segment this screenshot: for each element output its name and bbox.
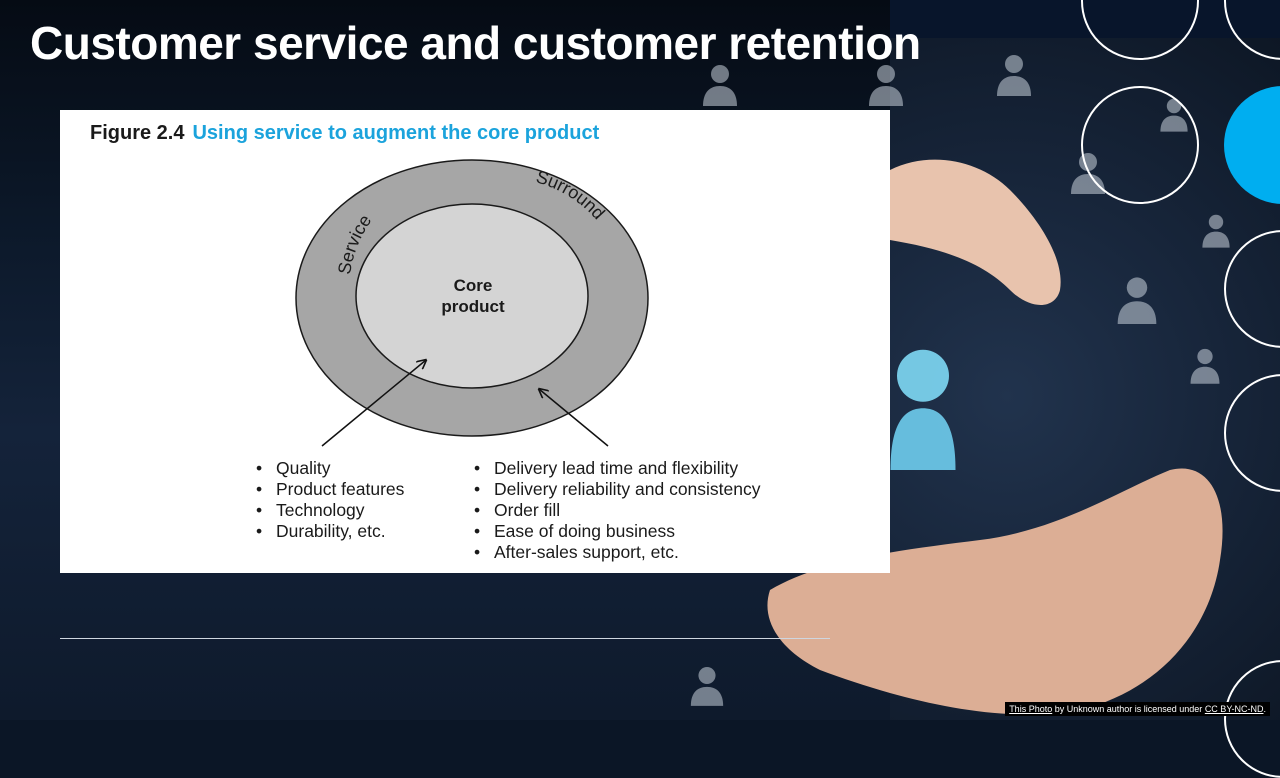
core-product-list: Quality Product features Technology Dura… — [254, 458, 404, 542]
service-list: Delivery lead time and flexibility Deliv… — [472, 458, 761, 563]
credit-end: . — [1263, 704, 1266, 714]
arrow-to-surround — [539, 389, 609, 447]
list-item: Delivery lead time and flexibility — [472, 458, 761, 479]
hand-icon — [767, 468, 1223, 715]
list-item: Durability, etc. — [254, 521, 404, 542]
person-silhouette-icon — [1200, 212, 1232, 248]
person-silhouette-icon — [890, 340, 956, 470]
photo-credit: This Photo by Unknown author is licensed… — [1005, 702, 1270, 716]
divider-line — [60, 638, 830, 639]
photo-link[interactable]: This Photo — [1009, 704, 1053, 714]
figure-title: Using service to augment the core produc… — [192, 122, 600, 144]
hand-icon — [890, 159, 1061, 305]
decorative-ring — [1081, 86, 1199, 204]
service-augmentation-diagram: Service Surround Core product — [295, 159, 649, 447]
list-item: Ease of doing business — [472, 521, 761, 542]
person-silhouette-icon — [994, 52, 1034, 96]
core-product-circle — [355, 203, 589, 389]
list-item: Order fill — [472, 500, 761, 521]
person-silhouette-icon — [688, 662, 726, 708]
core-label-line2: product — [441, 297, 505, 316]
person-silhouette-icon — [866, 62, 906, 106]
figure-caption: Figure 2.4 Using service to augment the c… — [90, 122, 599, 145]
list-item: After-sales support, etc. — [472, 542, 761, 563]
list-item: Quality — [254, 458, 404, 479]
person-silhouette-icon — [1188, 346, 1222, 384]
slide-title: Customer service and customer retention — [30, 17, 921, 69]
arrow-to-core — [321, 360, 426, 447]
license-link[interactable]: CC BY-NC-ND — [1204, 704, 1264, 714]
credit-text: by Unknown author is licensed under — [1052, 704, 1205, 714]
person-silhouette-icon — [1114, 274, 1160, 324]
list-item: Delivery reliability and consistency — [472, 479, 761, 500]
figure-label: Figure 2.4 — [90, 122, 185, 144]
list-item: Technology — [254, 500, 404, 521]
person-silhouette-icon — [700, 62, 740, 106]
figure-panel: Figure 2.4 Using service to augment the c… — [60, 110, 890, 573]
core-label-line1: Core — [454, 276, 493, 295]
list-item: Product features — [254, 479, 404, 500]
